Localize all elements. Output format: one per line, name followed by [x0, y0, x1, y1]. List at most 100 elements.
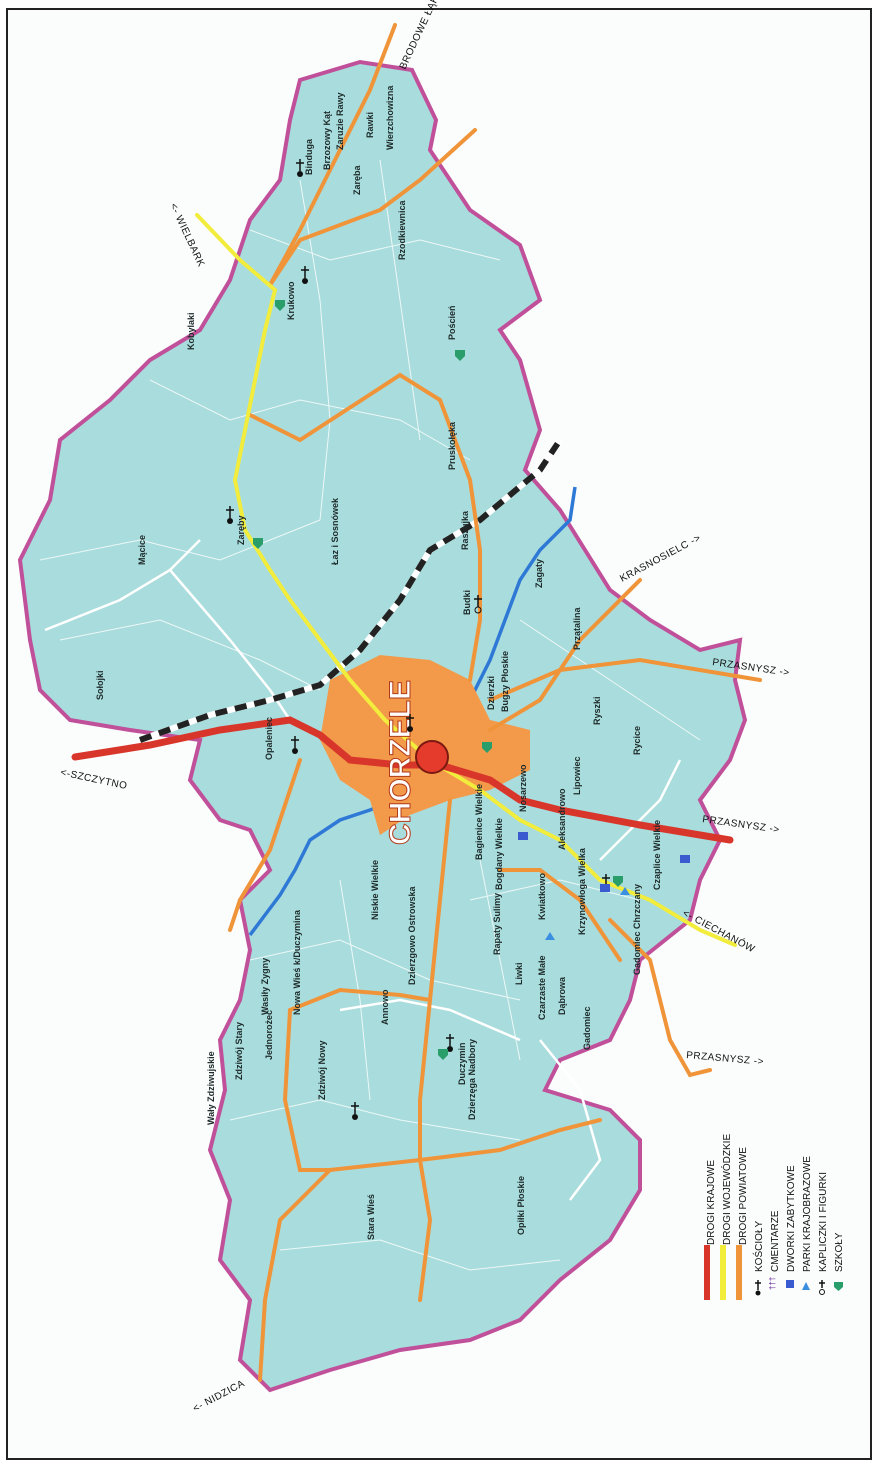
- village-label: Zaręba: [352, 164, 362, 195]
- county-roads: [228, 23, 762, 1382]
- village-label: Nowa Wieś k/Duczymina: [292, 909, 302, 1015]
- village-label: Łaz i Sosnówek: [330, 497, 340, 565]
- village-label: Gadomiec Chrzczany: [632, 884, 642, 975]
- church-icon: [296, 159, 304, 177]
- village-label: Liwki: [514, 962, 524, 985]
- village-label: Bagienice Wielkie: [474, 784, 484, 860]
- village-label: Przątalina: [572, 606, 582, 650]
- legend-label: DROGI KRAJOWE: [706, 1160, 717, 1245]
- village-label: Binduga: [304, 138, 314, 175]
- village-label: Ryszki: [592, 696, 602, 725]
- voivodeship-roads: [195, 213, 737, 947]
- village-label: Kwiatkowo: [537, 872, 547, 920]
- manor-icon: [600, 884, 610, 892]
- village-label: Aleksandrowo: [557, 788, 567, 850]
- village-label: Jednorożec: [264, 1010, 274, 1060]
- town-name: CHORZELE: [384, 680, 417, 845]
- village-label: Krzynowłoga Wielka: [577, 847, 587, 935]
- legend-swatch-krajowe: [704, 1245, 710, 1300]
- direction-label: <- NIDZICA: [191, 1378, 246, 1414]
- village-label: Dzierzgowo Ostrowska: [407, 885, 417, 985]
- symbols: [226, 159, 690, 1120]
- shrine-icon: [819, 1280, 825, 1295]
- village-label: Duczymin: [457, 1042, 467, 1085]
- village-label: Dzierzki: [486, 676, 496, 710]
- school-icon: [275, 300, 285, 311]
- church-icon: [446, 1034, 454, 1052]
- church-icon: [226, 506, 234, 524]
- village-label: Stara Wieś: [366, 1194, 376, 1240]
- legend-label: DROGI WOJEWÓDZKIE: [720, 1134, 733, 1245]
- church-icon: [755, 1280, 761, 1296]
- legend-label: KAPLICZKI I FIGURKI: [818, 1172, 829, 1272]
- village-label: Nosarzewo: [518, 764, 528, 812]
- village-label: Pruskołęka: [447, 421, 457, 470]
- cemetery-icon: †††: [768, 1277, 777, 1290]
- school-icon: [455, 350, 465, 361]
- legend-label: PARKI KRAJOBRAZOWE: [802, 1156, 813, 1272]
- village-label: Dąbrowa: [557, 976, 567, 1015]
- village-label: Lipowiec: [572, 756, 582, 795]
- manor-icon: [680, 855, 690, 863]
- church-icon: [351, 1102, 359, 1120]
- village-label: Opaleniec: [264, 717, 274, 760]
- direction-label: <- CIECHANÓW: [681, 906, 758, 955]
- village-label: Rawki: [365, 112, 375, 138]
- national-road: [71, 716, 734, 844]
- legend: DROGI KRAJOWE DROGI WOJEWÓDZKIE DROGI PO…: [704, 1134, 845, 1300]
- village-label: Rycice: [632, 726, 642, 755]
- village-label: Wasiły Zygny: [260, 958, 270, 1015]
- village-label: Rzodkiewnica: [397, 199, 407, 260]
- school-icon: [482, 742, 492, 753]
- village-label: Zaruzie Rawy: [335, 92, 345, 150]
- school-icon: [613, 876, 623, 887]
- church-icon: [406, 714, 414, 732]
- church-icon: [291, 736, 299, 754]
- legend-swatch-wojewodzkie: [720, 1245, 726, 1300]
- village-label: Czarzaste Małe: [537, 955, 547, 1020]
- village-label: Dzierzęga Nadbory: [467, 1039, 477, 1120]
- park-icon: [620, 887, 630, 895]
- church-icon: [301, 266, 309, 284]
- village-label: Rapaty Sulimy: [492, 893, 502, 955]
- school-icon: [253, 538, 263, 549]
- village-label: Bugzy Płoskie: [500, 651, 510, 712]
- village-label: Czaplice Wielkie: [652, 820, 662, 890]
- village-label: Raszujka: [460, 510, 470, 550]
- manor-icon: [518, 832, 528, 840]
- village-label: Budki: [462, 590, 472, 615]
- village-label: Bogdany Wielkie: [494, 818, 504, 890]
- legend-swatch-powiatowe: [736, 1245, 742, 1300]
- direction-label: PRZASNYSZ ->: [686, 1050, 765, 1068]
- school-icon: [834, 1282, 843, 1291]
- park-icon: [802, 1282, 810, 1290]
- legend-label: DWORKI ZABYTKOWE: [786, 1165, 797, 1272]
- direction-label: <- WIELBARK: [167, 202, 206, 269]
- village-label: Krukowo: [286, 281, 296, 320]
- legend-label: SZKOŁY: [834, 1232, 845, 1272]
- village-label: Poścień: [447, 305, 457, 340]
- village-label: Gadomiec: [582, 1006, 592, 1050]
- village-label: Zdziwój Stary: [234, 1022, 244, 1080]
- church-icon: [474, 595, 482, 614]
- town-center-marker[interactable]: [415, 740, 449, 774]
- direction-label: KRASNOSIELC ->: [618, 533, 703, 585]
- village-label: Kobylaki: [186, 312, 196, 350]
- village-label: Niskie Wielkie: [370, 860, 380, 920]
- village-label: Zaręby: [236, 515, 246, 545]
- manor-icon: [786, 1280, 794, 1288]
- park-icon: [545, 932, 555, 940]
- village-label: Brzozowy Kąt: [322, 111, 332, 170]
- village-label: Zagaty: [534, 559, 544, 588]
- legend-label: DROGI POWIATOWE: [738, 1147, 749, 1245]
- village-label: Wierzchowizna: [385, 85, 395, 150]
- minor-roads: [44, 539, 682, 1201]
- village-label: Mącice: [137, 535, 147, 565]
- legend-label: CMENTARZE: [770, 1210, 781, 1272]
- village-label: Sołojki: [95, 670, 105, 700]
- direction-label: BRODOWE ŁĄKI ->: [398, 0, 449, 71]
- village-label: Wały Zdziwujskie: [206, 1051, 216, 1125]
- village-label: Opiłki Płoskie: [516, 1176, 526, 1235]
- village-label: Zdziwój Nowy: [317, 1041, 327, 1101]
